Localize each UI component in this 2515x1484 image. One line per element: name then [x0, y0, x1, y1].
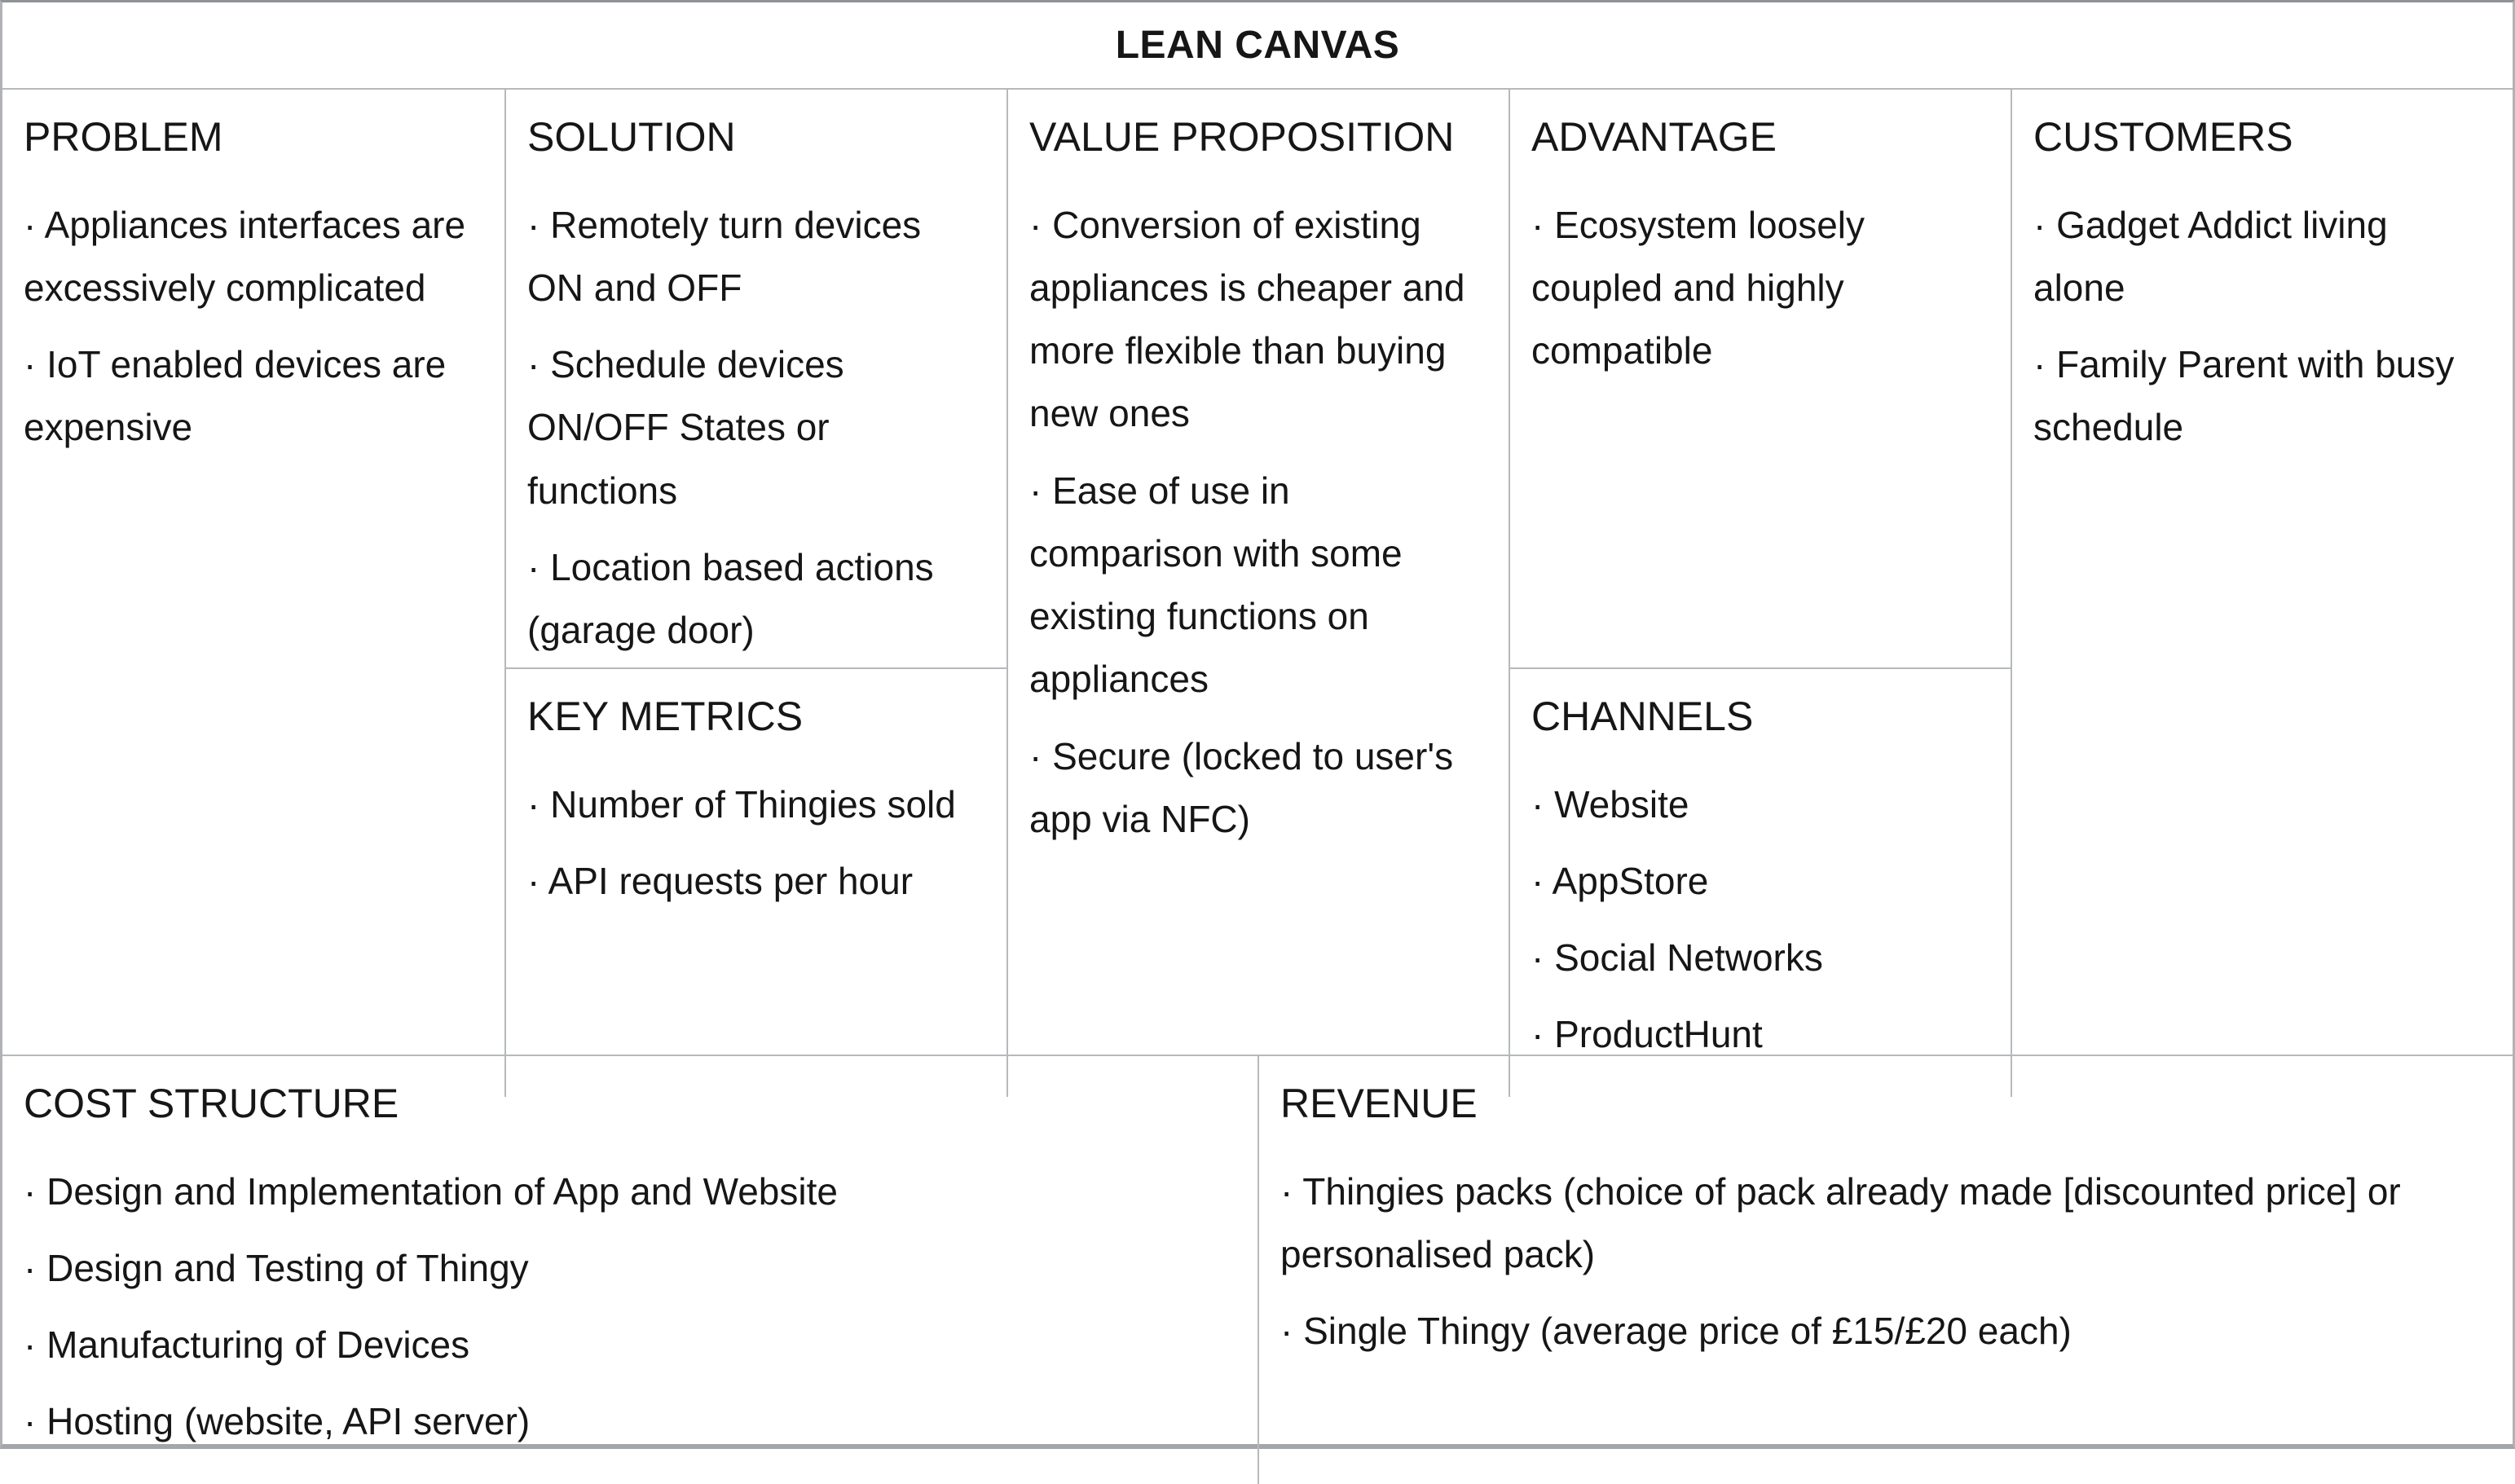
bullet-item: · Remotely turn devices ON and OFF	[527, 203, 922, 309]
bullet-item: · Website	[1531, 782, 1689, 826]
page-title: LEAN CANVAS	[1115, 24, 1400, 67]
section-heading-solution: SOLUTION	[527, 114, 736, 160]
bullet-item: · IoT enabled devices are expensive	[24, 343, 447, 449]
bullet-item: · Appliances interfaces are excessively …	[24, 203, 466, 309]
bullet-item: · Gadget Addict living alone	[2033, 203, 2388, 309]
section-heading-problem: PROBLEM	[24, 114, 223, 160]
bullet-item: · Social Networks	[1531, 936, 1823, 980]
bullet-item: · Conversion of existing appliances is c…	[1029, 203, 1465, 435]
section-items-solution: · Remotely turn devices ON and OFF · Sche…	[527, 194, 979, 663]
section-heading-value-proposition: VALUE PROPOSITION	[1029, 114, 1455, 160]
section-heading-channels: CHANNELS	[1531, 694, 1754, 739]
bullet-item: · ProductHunt	[1531, 1013, 1763, 1056]
section-items-revenue: · Thingies packs (choice of pack already…	[1280, 1160, 2485, 1363]
section-channels: CHANNELS · Website · AppStore · Social Net…	[1510, 667, 2011, 1097]
section-heading-advantage: ADVANTAGE	[1531, 114, 1777, 160]
section-heading-cost-structure: COST STRUCTURE	[24, 1081, 399, 1126]
bullet-item: · AppStore	[1531, 859, 1709, 902]
bullet-item: · Design and Testing of Thingy	[24, 1246, 529, 1289]
bullet-item: · API requests per hour	[527, 859, 914, 902]
section-heading-revenue: REVENUE	[1280, 1081, 1478, 1126]
column-advantage-channels: ADVANTAGE · Ecosystem loosely coupled an…	[1509, 90, 2011, 1097]
bullet-item: · Hosting (website, API server)	[24, 1400, 531, 1443]
bullet-item: · Ecosystem loosely coupled and highly c…	[1531, 203, 1865, 372]
section-cost-structure: COST STRUCTURE · Design and Implementati…	[2, 1056, 1258, 1484]
section-key-metrics: KEY METRICS · Number of Thingies sold · A…	[506, 667, 1006, 1097]
bullet-item: · Location based actions (garage door)	[527, 545, 934, 652]
bottom-grid: COST STRUCTURE · Design and Implementati…	[2, 1055, 2513, 1484]
bullet-item: · Family Parent with busy schedule	[2033, 343, 2455, 449]
bullet-item: · Thingies packs (choice of pack already…	[1280, 1169, 2401, 1275]
section-problem: PROBLEM · Appliances interfaces are exce…	[2, 90, 504, 1097]
section-value-proposition: VALUE PROPOSITION · Conversion of existi…	[1006, 90, 1509, 1097]
section-items-channels: · Website · AppStore · Social Networks · Pr…	[1531, 773, 1983, 1067]
section-heading-customers: CUSTOMERS	[2033, 114, 2293, 160]
bullet-item: · Manufacturing of Devices	[24, 1323, 470, 1367]
section-solution: SOLUTION · Remotely turn devices ON and …	[506, 90, 1006, 667]
section-revenue: REVENUE · Thingies packs (choice of pack…	[1258, 1056, 2513, 1484]
bullet-item: · Ease of use in comparison with some ex…	[1029, 469, 1403, 701]
bullet-item: · Number of Thingies sold	[527, 782, 956, 826]
bullet-item: · Schedule devices ON/OFF States or func…	[527, 343, 844, 512]
section-items-cost-structure: · Design and Implementation of App and W…	[24, 1160, 1230, 1454]
section-items-key-metrics: · Number of Thingies sold · API requests …	[527, 773, 979, 914]
column-solution-keymetrics: SOLUTION · Remotely turn devices ON and …	[504, 90, 1006, 1097]
title-row: LEAN CANVAS	[2, 2, 2513, 90]
section-items-problem: · Appliances interfaces are excessively …	[24, 194, 477, 460]
section-customers: CUSTOMERS · Gadget Addict living alone· …	[2011, 90, 2513, 1097]
section-advantage: ADVANTAGE · Ecosystem loosely coupled an…	[1510, 90, 2011, 667]
bullet-item: · Single Thingy (average price of £15/£2…	[1280, 1310, 2072, 1353]
section-items-customers: · Gadget Addict living alone · Family Par…	[2033, 194, 2485, 460]
bullet-item: · Secure (locked to user's app via NFC)	[1029, 734, 1454, 840]
main-grid: PROBLEM · Appliances interfaces are exce…	[2, 90, 2513, 1097]
section-items-advantage: · Ecosystem loosely coupled and highly c…	[1531, 194, 1983, 383]
section-heading-key-metrics: KEY METRICS	[527, 694, 804, 739]
section-items-value-proposition: · Conversion of existing appliances is c…	[1029, 194, 1481, 852]
bullet-item: · Design and Implementation of App and W…	[24, 1169, 838, 1213]
